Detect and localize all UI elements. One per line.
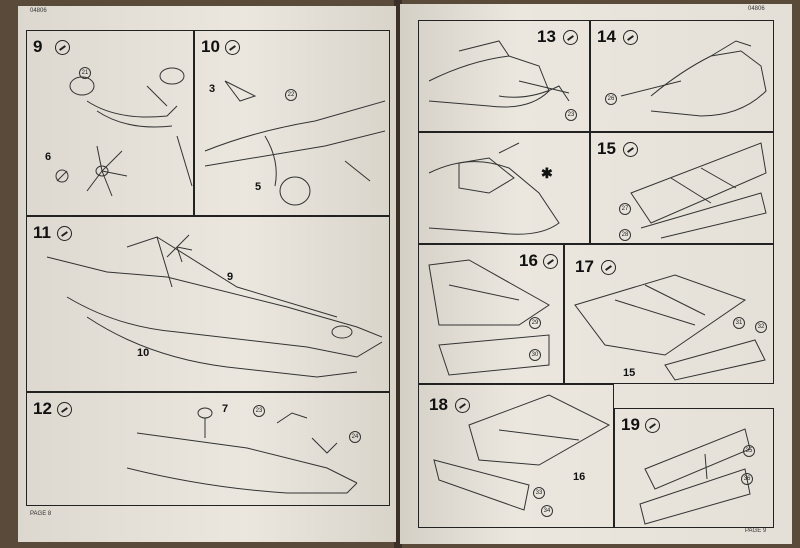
cement-icon: [623, 142, 638, 157]
step-11-panel: 11 9 10: [26, 216, 390, 392]
step-17-number: 17: [575, 257, 594, 276]
step-19-drawing: [639, 428, 751, 525]
step-18-drawing: [433, 394, 611, 511]
part-number-27: 27: [619, 203, 631, 215]
step-17-drawing: [574, 274, 766, 381]
cement-icon: [543, 254, 558, 269]
part-number-32: 32: [755, 321, 767, 333]
part-number-33: 33: [533, 487, 545, 499]
step-10-drawing: [204, 80, 386, 206]
left-page-code: 04806: [30, 8, 47, 14]
step-16-number: 16: [519, 251, 538, 270]
nose-detail-panel: ✱: [418, 132, 590, 244]
step-14-number: 14: [597, 27, 616, 46]
step-12-drawing: [126, 407, 358, 494]
part-number-24: 24: [349, 431, 361, 443]
step-17-panel: 17 15 31 32: [564, 244, 774, 384]
step-14-panel: 14 26: [590, 20, 774, 132]
cement-icon: [225, 40, 240, 55]
nose-detail-drawing: [428, 142, 560, 235]
part-number-23-step13: 23: [565, 109, 577, 121]
cement-icon: [57, 226, 72, 241]
step-9-number: 9: [33, 37, 43, 56]
cement-icon: [623, 30, 638, 45]
step-18-callout-16: 16: [573, 471, 586, 483]
right-page: 04806 PAGE 9 13 23 14 26 ✱: [400, 4, 792, 544]
step-11-callout-10: 10: [137, 347, 150, 359]
step-10-panel: 10 3 5 22: [194, 30, 390, 216]
step-17-callout-15: 15: [623, 367, 636, 379]
step-12-number: 12: [33, 399, 52, 418]
cement-icon: [645, 418, 660, 433]
part-number-34: 34: [541, 505, 553, 517]
step-9-drawing: [55, 67, 193, 197]
part-number-30: 30: [529, 349, 541, 361]
part-number-26: 26: [605, 93, 617, 105]
step-18-number: 18: [429, 395, 448, 414]
part-number-22: 22: [285, 89, 297, 101]
step-13-drawing: [428, 40, 570, 108]
cement-icon: [563, 30, 578, 45]
cement-icon: [57, 402, 72, 417]
cement-icon: [601, 260, 616, 275]
part-number-23: 23: [253, 405, 265, 417]
part-number-31: 31: [733, 317, 745, 329]
step-15-number: 15: [597, 139, 616, 158]
part-number-28: 28: [619, 229, 631, 241]
step-9-callout-6: 6: [45, 151, 52, 163]
step-19-panel: 19 35 36: [614, 408, 774, 528]
step-11-drawing: [46, 234, 383, 378]
step-16-drawing: [428, 259, 550, 376]
step-19-number: 19: [621, 415, 640, 434]
right-page-code: 04806: [748, 6, 765, 12]
asterisk-icon: ✱: [541, 165, 553, 181]
step-9-panel: 9 6 21: [26, 30, 194, 216]
step-10-callout-3: 3: [209, 83, 216, 95]
step-13-panel: 13 23: [418, 20, 590, 132]
step-15-panel: 15 27 28: [590, 132, 774, 244]
step-12-panel: 12 7 23 24: [26, 392, 390, 506]
book-gutter: [394, 0, 402, 548]
glue-icon: [55, 40, 70, 55]
step-11-number: 11: [33, 223, 51, 242]
step-10-number: 10: [201, 37, 220, 56]
step-10-callout-5: 5: [255, 181, 262, 193]
step-12-callout-7: 7: [222, 403, 229, 415]
step-15-drawing: [630, 142, 767, 239]
part-number-21: 21: [79, 67, 91, 79]
part-number-29: 29: [529, 317, 541, 329]
step-13-number: 13: [537, 27, 556, 46]
right-page-number: PAGE 9: [745, 528, 767, 534]
step-18-panel: 18 16 33 34: [418, 384, 614, 528]
step-14-drawing: [620, 40, 767, 117]
left-page: 04806 PAGE 8 9 6 21 10 3 5 22: [18, 6, 396, 542]
cement-icon: [455, 398, 470, 413]
left-page-number: PAGE 8: [30, 511, 52, 517]
step-11-callout-9: 9: [227, 271, 234, 283]
step-16-panel: 16 29 30: [418, 244, 564, 384]
